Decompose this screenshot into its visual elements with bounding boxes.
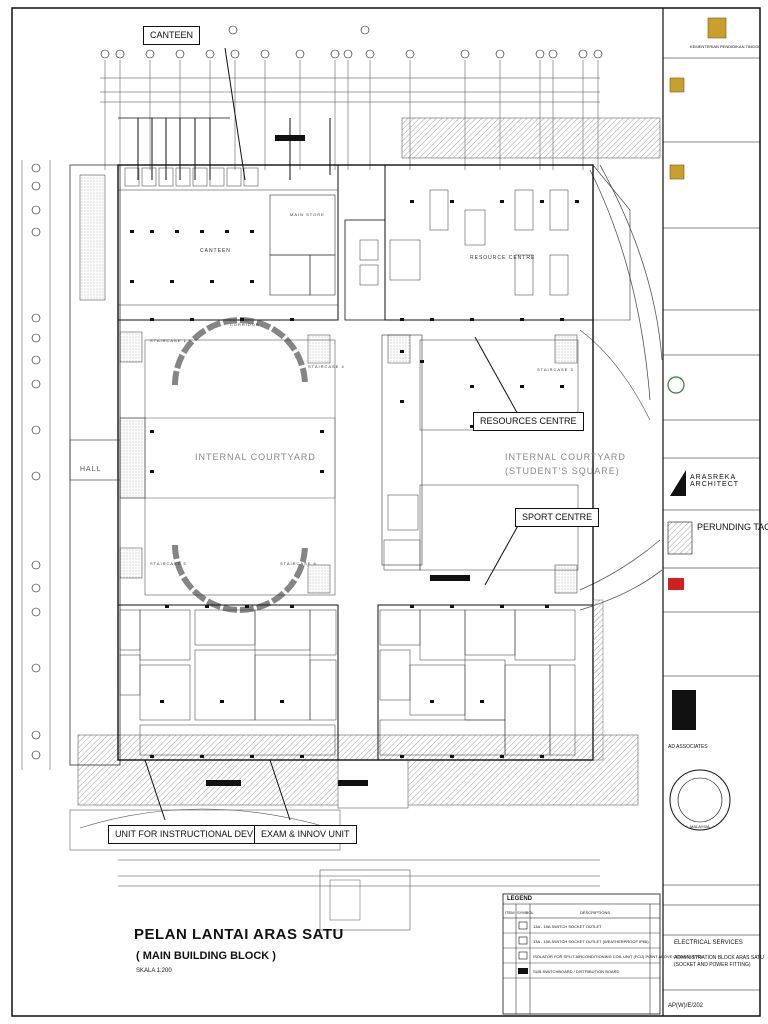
drawing-scale: SKALA 1:200: [136, 968, 172, 974]
resource-room-text: RESOURCE CENTRE: [470, 255, 536, 261]
service-name: ELECTRICAL SERVICES: [674, 940, 743, 946]
staircase-6-text: STAIRCASE 6: [280, 561, 317, 566]
drawing-subtitle: ( MAIN BUILDING BLOCK ): [136, 950, 276, 962]
legend-row-1: 13A - 15A SWITCH SOCKET OUTLET: [533, 924, 602, 929]
legend-col-symbol: SYMBOL: [517, 910, 534, 915]
hall-text: HALL: [80, 466, 102, 473]
legend-col-desc: DESCRIPTIONS: [580, 910, 611, 915]
canteen-label: CANTEEN: [143, 26, 201, 45]
legend-col-item: ITEM: [505, 910, 515, 915]
stamp-text: MALAYSIA: [690, 824, 710, 829]
unit-instructional-label: UNIT FOR INSTRUCTIONAL DEV & MUL: [108, 825, 291, 844]
main-store-text: MAIN STORE: [290, 212, 325, 217]
firm-arch-name: ARASREKA ARCHITECT: [690, 474, 740, 488]
resources-centre-label: RESOURCES CENTRE: [473, 412, 584, 431]
client-head: KEMENTERIAN PENDIDIKAN TINGGI: [690, 44, 760, 49]
firm-cs-name: PERUNDING TAC: [697, 522, 768, 532]
students-square-text: (STUDENT'S SQUARE): [505, 466, 620, 476]
drawing-number: AP(W)/E/202: [668, 1003, 704, 1009]
drawing-desc-2: (SOCKET AND POWER FITTING): [674, 962, 751, 968]
internal-courtyard-2-text: INTERNAL COURTYARD: [505, 452, 626, 462]
corridor-text: CORRIDOR: [230, 322, 260, 327]
exam-innov-label: EXAM & INNOV UNIT: [254, 825, 357, 844]
drawing-desc-1: ADMINISTRATION BLOCK ARAS SATU: [674, 955, 764, 961]
internal-courtyard-text: INTERNAL COURTYARD: [195, 452, 316, 462]
staircase-3-text: STAIRCASE 3: [537, 367, 574, 372]
drawing-title: PELAN LANTAI ARAS SATU: [134, 926, 344, 943]
legend-row-4: SUB-SWITCHBOARD / DISTRIBUTION BOARD: [533, 969, 620, 974]
canteen-room-text: CANTEEN: [200, 248, 231, 254]
staircase-1-text: STAIRCASE 1: [150, 338, 187, 343]
legend-row-2: 13A - 15A SWITCH SOCKET OUTLET (WEATHERP…: [533, 939, 649, 944]
legend-heading: LEGEND: [507, 896, 533, 902]
staircase-4-text: STAIRCASE 4: [308, 364, 345, 369]
firm-ad-name: AD ASSOCIATES: [668, 744, 708, 750]
staircase-5-text: STAIRCASE 5: [150, 561, 187, 566]
sport-centre-label: SPORT CENTRE: [515, 508, 600, 527]
legend-row-3: ISOLATOR FOR SPLIT AIRCONDITIONING COIL …: [533, 954, 703, 959]
